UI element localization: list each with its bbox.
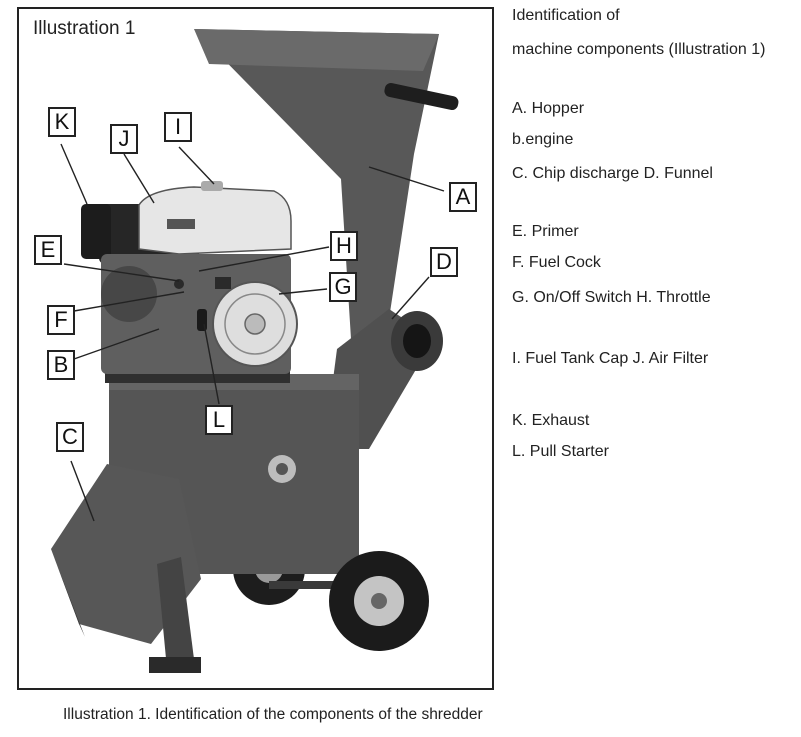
shredder-illustration [51,29,459,673]
callout-c: C [56,422,84,452]
figure-title: Illustration 1 [33,18,136,39]
fuel-tank [138,186,292,255]
callout-i: I [164,112,192,142]
hopper-handle [384,82,459,111]
callout-f: F [47,305,75,335]
illustration-frame: Illustration 1 K J I A E H D G F B L C [17,7,494,690]
callout-h: H [330,231,358,261]
legend-heading-line-1: Identification of [512,7,620,24]
legend-item: b.engine [512,131,574,148]
legend-item: L. Pull Starter [512,443,609,460]
legend-heading-line-2: machine components (Illustration 1) [512,41,766,58]
legend-item: G. On/Off Switch H. Throttle [512,289,711,306]
fuel-tank-cap [201,181,223,191]
callout-g: G [329,272,357,302]
switch [215,277,231,289]
front-leg [157,557,194,669]
callout-d: D [430,247,458,277]
callout-l: L [205,405,233,435]
callout-b: B [47,350,75,380]
legend-item: K. Exhaust [512,412,590,429]
legend-item: I. Fuel Tank Cap J. Air Filter [512,350,709,367]
legend-item: F. Fuel Cock [512,254,601,271]
legend-item: A. Hopper [512,100,585,117]
callout-j: J [110,124,138,154]
legend-item: E. Primer [512,223,579,240]
primer [174,279,184,289]
exhaust [81,204,111,259]
legend-item: C. Chip discharge D. Funnel [512,165,713,182]
callout-k: K [48,107,76,137]
callout-a: A [449,182,477,212]
callout-e: E [34,235,62,265]
figure-caption: Illustration 1. Identification of the co… [63,706,483,723]
hopper [194,29,439,339]
pull-starter [197,309,207,331]
